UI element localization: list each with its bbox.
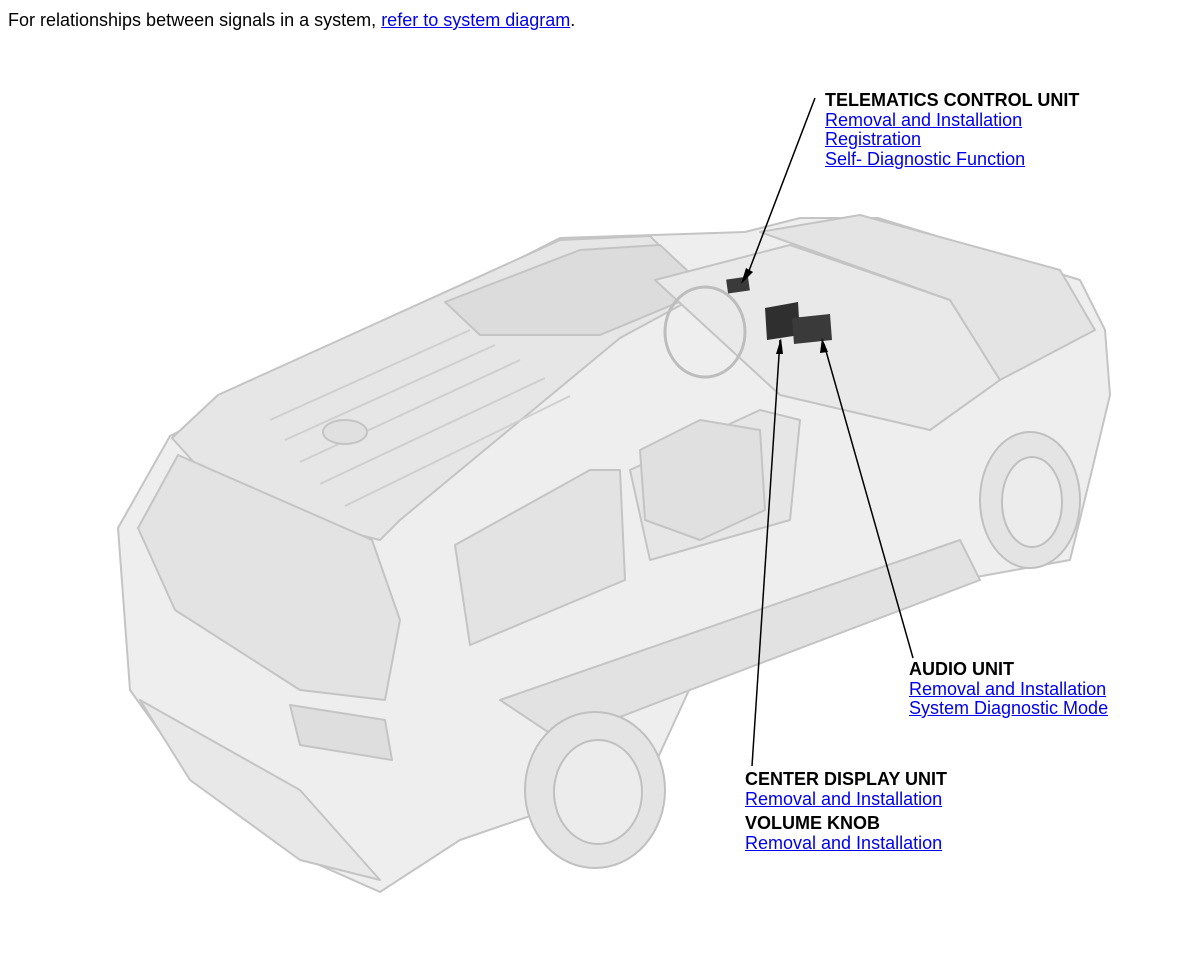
rear-bumper: [139, 699, 381, 881]
telematics-self-diagnostic-link[interactable]: Self- Diagnostic Function: [825, 148, 1026, 169]
audio-leader: [823, 343, 914, 659]
vehicle-illustration: [117, 214, 1111, 893]
volume-knob-callout: VOLUME KNOB Removal and Installation: [745, 813, 943, 853]
leader-lines: [746, 97, 914, 767]
system-diagram-link[interactable]: refer to system diagram: [381, 10, 571, 30]
intro-prefix: For relationships between signals in a s…: [8, 10, 382, 30]
rear-window: [137, 454, 401, 701]
steering-wheel: [663, 285, 747, 379]
audio-arrowhead: [820, 338, 828, 353]
center-display-callout: CENTER DISPLAY UNIT Removal and Installa…: [745, 769, 948, 809]
telematics-registration-link[interactable]: Registration: [825, 129, 922, 149]
intro-suffix: .: [570, 10, 576, 30]
intro-text: For relationships between signals in a s…: [8, 9, 575, 31]
center-display-leader: [751, 339, 781, 767]
side-window: [454, 469, 626, 646]
front-wheel-rim: [1001, 456, 1063, 548]
wheels: [524, 431, 1081, 869]
audio-removal-link[interactable]: Removal and Installation: [909, 678, 1107, 699]
roof-ribs: [269, 329, 571, 507]
center-display-arrowhead: [776, 338, 783, 354]
volume-knob-title: VOLUME KNOB: [745, 813, 880, 833]
audio-callout: AUDIO UNIT Removal and Installation Syst…: [909, 659, 1109, 719]
telematics-removal-link[interactable]: Removal and Installation: [825, 109, 1023, 130]
audio-unit: [792, 314, 832, 344]
volume-knob-removal-link[interactable]: Removal and Installation: [745, 832, 943, 853]
audio-diagnostic-mode-link[interactable]: System Diagnostic Mode: [909, 698, 1109, 718]
rear-wheel-rim: [553, 739, 643, 845]
center-display-title: CENTER DISPLAY UNIT: [745, 769, 948, 789]
telematics-leader: [746, 97, 816, 277]
leader-arrows: [741, 268, 828, 354]
center-display-unit: [765, 302, 800, 340]
center-display-removal-link[interactable]: Removal and Installation: [745, 788, 943, 809]
center-console: [639, 419, 766, 541]
audio-title: AUDIO UNIT: [909, 659, 1014, 679]
telematics-callout: TELEMATICS CONTROL UNIT Removal and Inst…: [825, 90, 1080, 169]
hood: [759, 214, 1096, 381]
tail-light: [289, 704, 393, 761]
telematics-arrowhead: [741, 268, 753, 284]
roof-antenna: [322, 419, 368, 445]
telematics-title: TELEMATICS CONTROL UNIT: [825, 90, 1080, 110]
